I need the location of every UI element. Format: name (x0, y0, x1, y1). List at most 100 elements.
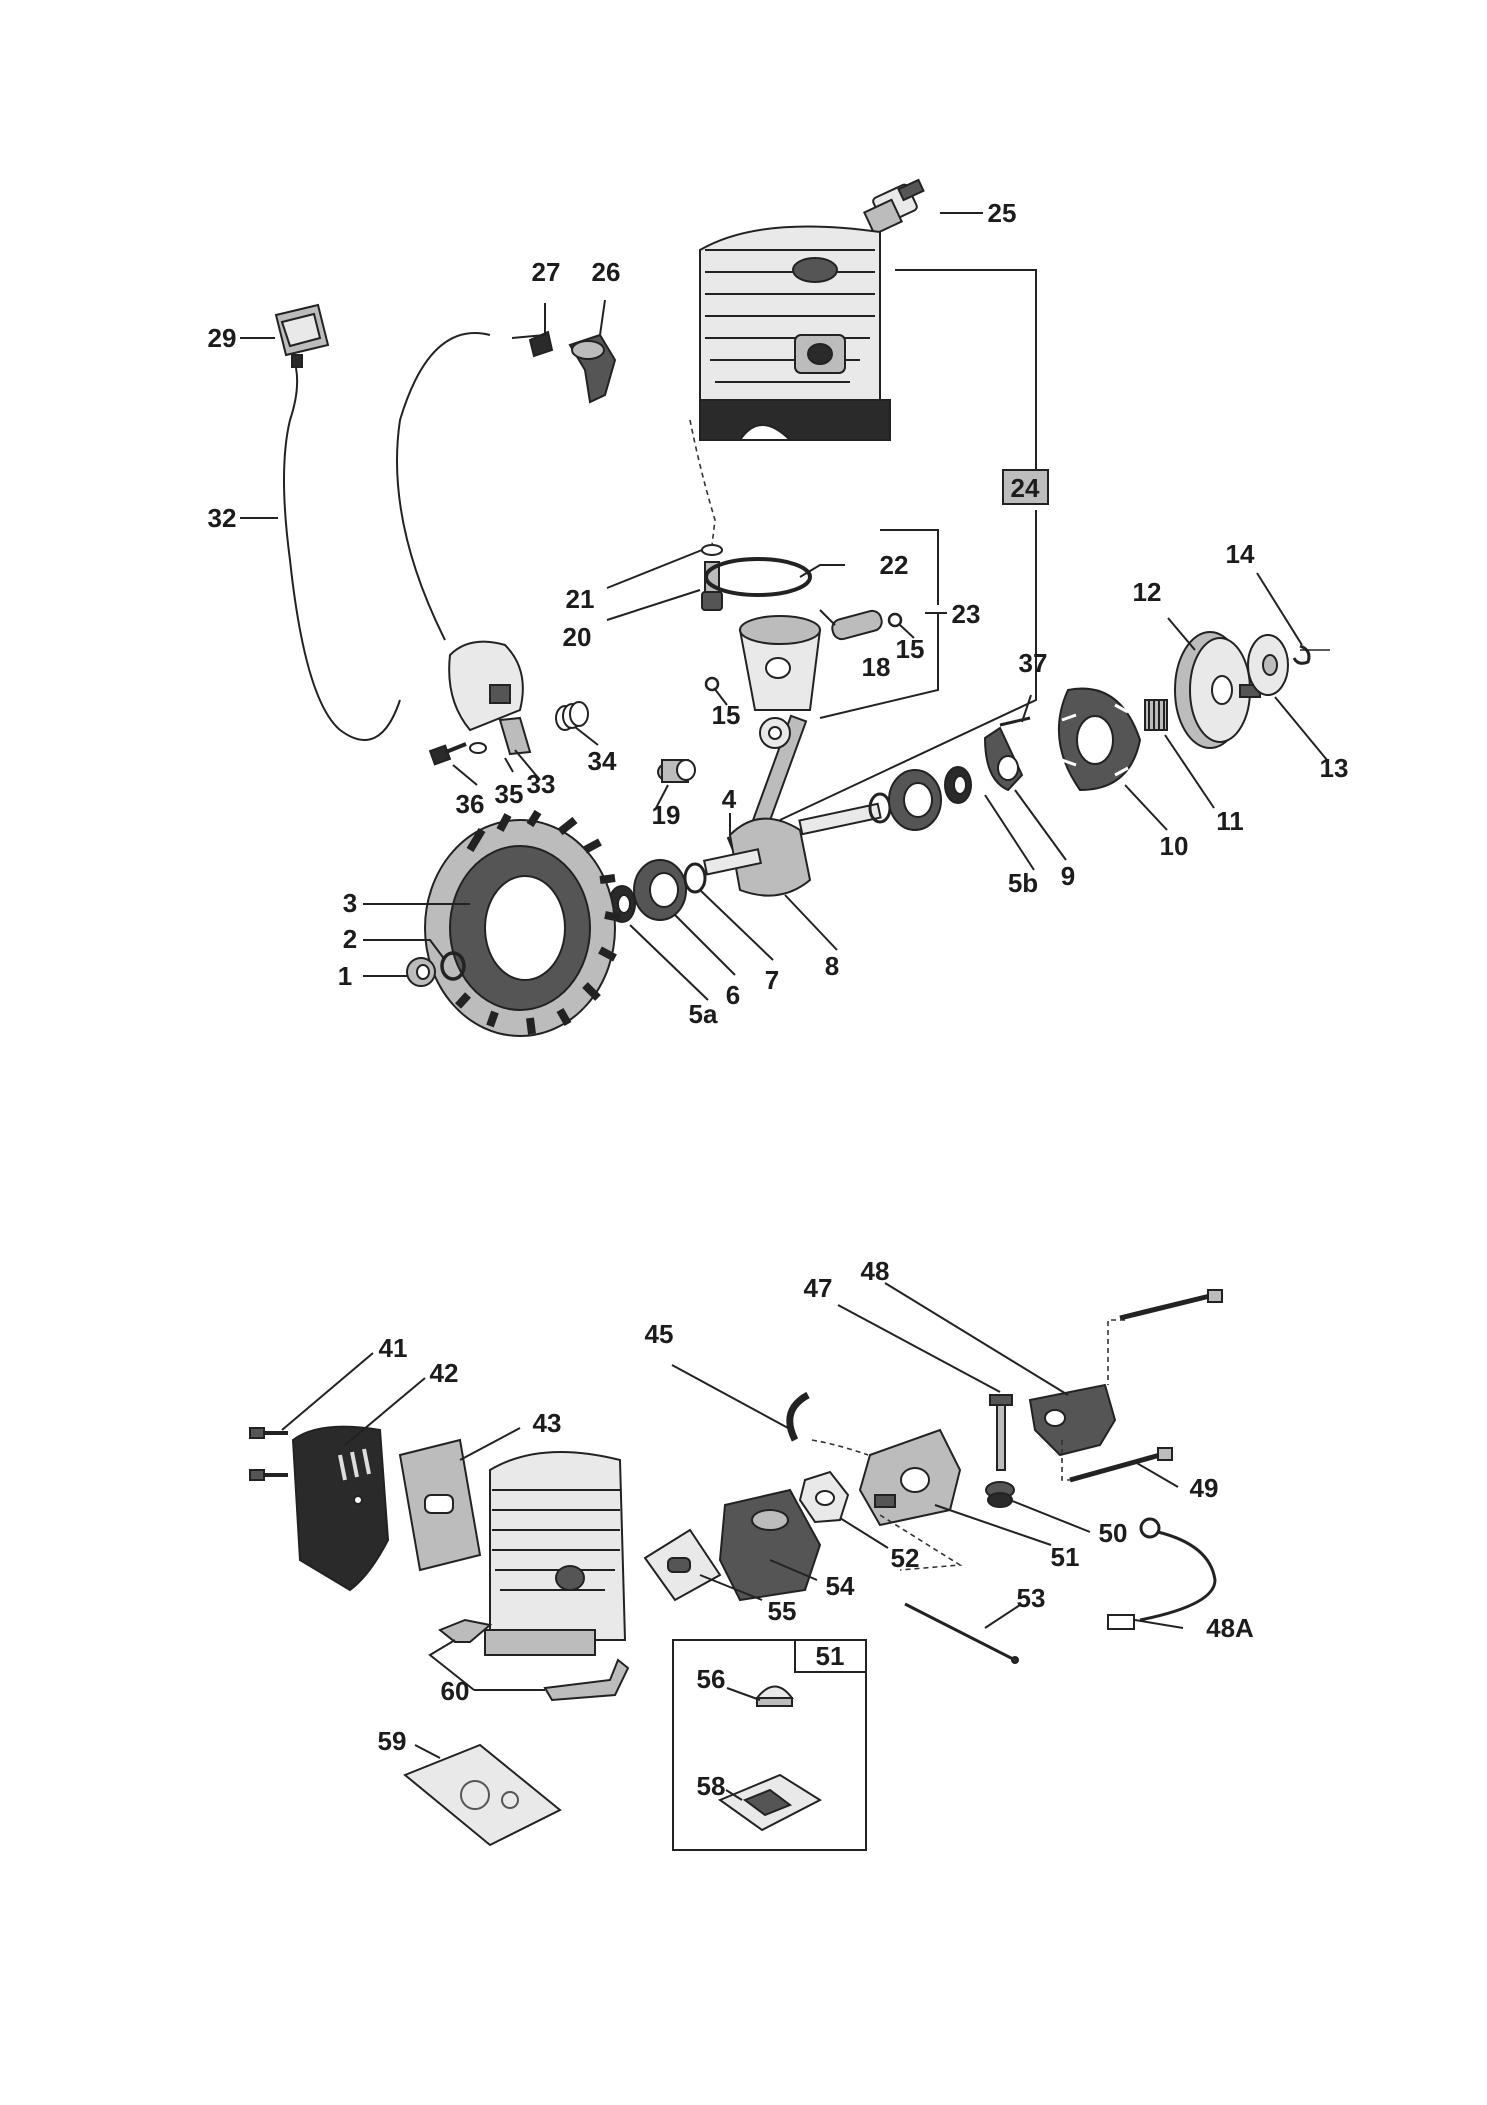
label-60: 60 (441, 1676, 470, 1706)
bearing-right-part (888, 769, 942, 831)
flywheel-3-part (424, 809, 621, 1037)
carb-dashed-line (879, 1514, 963, 1571)
oil-pump-drive-9-part (983, 726, 1024, 792)
lower-leader-lines (281, 1282, 1184, 1801)
label-24: 24 (1011, 473, 1040, 503)
carb-gasket-52-part (798, 1470, 850, 1524)
label-22: 22 (880, 550, 909, 580)
label-11: 11 (1216, 806, 1244, 836)
intake-gasket-55-part (643, 1528, 722, 1602)
label-10: 10 (1160, 831, 1189, 861)
label-54: 54 (826, 1571, 855, 1601)
label-25: 25 (988, 198, 1017, 228)
screws-41-part (249, 1427, 288, 1481)
muffler-gasket-43-part (398, 1438, 482, 1572)
label-5b: 5b (1008, 868, 1038, 898)
label-37: 37 (1019, 648, 1048, 678)
washer-7-part (683, 862, 707, 894)
label-4: 4 (722, 784, 737, 814)
carb-bolt-49-part (1069, 1447, 1173, 1483)
label-14: 14 (1226, 539, 1255, 569)
label-36: 36 (456, 789, 485, 819)
throttle-rod-53-part (904, 1602, 1019, 1664)
grommet-50-part (985, 1481, 1015, 1508)
label-55: 55 (768, 1596, 797, 1626)
label-42: 42 (430, 1358, 459, 1388)
label-8: 8 (825, 951, 839, 981)
primer-bulb-56-part (754, 1685, 794, 1707)
needle-bearing-11-part (1144, 699, 1168, 731)
nut-1-part (406, 957, 436, 987)
label-7: 7 (765, 965, 779, 995)
choke-rod-47-part (989, 1394, 1013, 1471)
label-53: 53 (1017, 1583, 1046, 1613)
cylinder-part (699, 225, 891, 441)
lower-labels: 41 42 43 45 47 48 48A 49 50 51 52 53 54 … (378, 1256, 1255, 1801)
kit-box-label-51: 51 (816, 1641, 845, 1671)
carburetor-51-part (858, 1428, 962, 1527)
piston-ring-part (704, 557, 812, 597)
piston-pin-clip-right (887, 612, 903, 628)
label-45: 45 (645, 1319, 674, 1349)
spring-34-part (555, 701, 589, 731)
bolt-dashed-line-bottom (1061, 1440, 1070, 1481)
fuel-hose-45-part (786, 1391, 810, 1442)
label-50: 50 (1099, 1518, 1128, 1548)
label-33: 33 (527, 769, 556, 799)
base-gaskets-60-part (438, 1618, 630, 1702)
label-43: 43 (533, 1408, 562, 1438)
upper-labels: 1 2 3 4 5a 5b 6 7 8 9 10 11 12 13 14 15 … (208, 198, 1349, 1029)
label-13: 13 (1320, 753, 1349, 783)
cylinder-stud-dashed-line (689, 419, 716, 546)
muffler-42-part (291, 1425, 390, 1592)
washer-35-part (469, 742, 487, 754)
label-56: 56 (697, 1664, 726, 1694)
spark-plug-part (863, 178, 925, 236)
label-9: 9 (1061, 861, 1075, 891)
bearing-6-part (633, 859, 687, 921)
piston-pin-clip-left (704, 676, 720, 692)
label-58: 58 (697, 1771, 726, 1801)
label-59: 59 (378, 1726, 407, 1756)
e-clip-14-part (1292, 644, 1311, 665)
washer-21-part (701, 544, 723, 556)
oil-seal-5b-part (944, 766, 972, 804)
label-51: 51 (1051, 1542, 1080, 1572)
piston-pin-part (831, 609, 883, 641)
label-52: 52 (891, 1543, 920, 1573)
ignition-lead-part (396, 332, 491, 641)
label-18: 18 (862, 652, 891, 682)
label-35: 35 (495, 779, 524, 809)
carb-bolt-top-part (1119, 1289, 1223, 1321)
label-12: 12 (1133, 577, 1162, 607)
label-3: 3 (343, 888, 357, 918)
piston-part (738, 615, 822, 711)
label-6: 6 (726, 980, 740, 1010)
lower-cylinder-part (484, 1451, 627, 1656)
label-27: 27 (532, 257, 561, 287)
label-20: 20 (563, 622, 592, 652)
label-5a: 5a (689, 999, 718, 1029)
clutch-drum-12-part (1174, 631, 1261, 749)
label-23: 23 (952, 599, 981, 629)
intake-manifold-54-part (718, 1488, 822, 1602)
label-32: 32 (208, 503, 237, 533)
carb-kit-box (672, 1639, 867, 1851)
bolt-dashed-line-top (1107, 1319, 1125, 1385)
label-47: 47 (804, 1273, 833, 1303)
washer-2-part (440, 951, 466, 981)
hose-dashed-line (811, 1439, 869, 1456)
screw-36-part (428, 742, 467, 766)
carb-repair-kit-58-part (717, 1773, 823, 1832)
label-34: 34 (588, 746, 617, 776)
label-41: 41 (379, 1333, 408, 1363)
label-1: 1 (338, 961, 352, 991)
label-49: 49 (1190, 1473, 1219, 1503)
screw-20-part (701, 561, 723, 611)
gasket-set-59-part (403, 1743, 562, 1847)
clutch-10-part (1057, 687, 1142, 792)
kit-24-box (1002, 469, 1049, 505)
label-26: 26 (592, 257, 621, 287)
